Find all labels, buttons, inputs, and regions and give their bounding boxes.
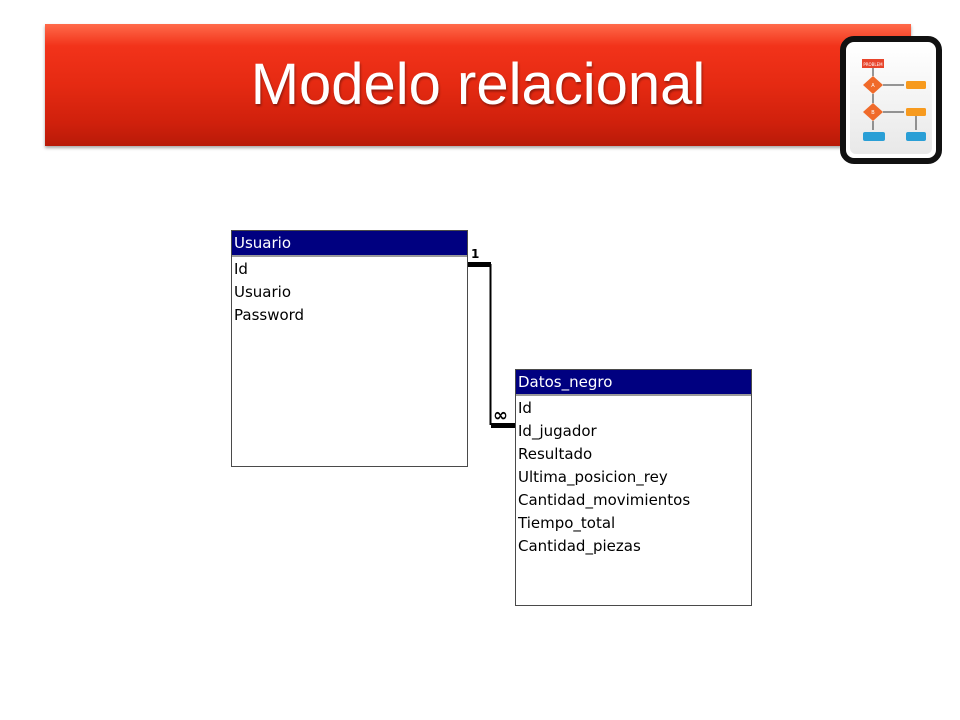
- title-banner: Modelo relacional: [45, 24, 911, 146]
- field-ultima-posicion-rey: Ultima_posicion_rey: [518, 468, 668, 486]
- flowchart-process-box: [906, 81, 926, 89]
- flowchart-end-box: [863, 132, 885, 141]
- field-resultado: Resultado: [518, 445, 593, 463]
- flowchart-diamond-a-label: A: [871, 83, 875, 89]
- flowchart-diamond-b: [863, 103, 883, 121]
- table-usuario[interactable]: Usuario Id Usuario Password: [231, 230, 468, 467]
- table-header: Datos_negro: [516, 370, 751, 396]
- flowchart-process-box: [906, 108, 926, 116]
- relationship-one-label: 1: [471, 247, 480, 261]
- field-id: Id: [234, 260, 248, 278]
- field-cantidad-piezas: Cantidad_piezas: [518, 537, 641, 555]
- field-id-jugador: Id_jugador: [518, 422, 597, 440]
- field-list: Id Usuario Password: [232, 257, 467, 327]
- flowchart-diamond-a: [863, 76, 883, 94]
- field-usuario: Usuario: [234, 283, 292, 301]
- table-datos-negro[interactable]: Datos_negro Id Id_jugador Resultado Ulti…: [515, 369, 752, 606]
- flowchart-end-box: [906, 132, 926, 141]
- relationship-many-label: ∞: [493, 405, 508, 426]
- flowchart-start-label: PROBLEM: [863, 62, 883, 67]
- field-list: Id Id_jugador Resultado Ultima_posicion_…: [516, 396, 751, 558]
- flowchart-start-box: [862, 59, 884, 68]
- field-cantidad-movimientos: Cantidad_movimientos: [518, 491, 691, 509]
- slide-title: Modelo relacional: [250, 52, 706, 117]
- table-header: Usuario: [232, 231, 467, 257]
- flowchart-drawing: PROBLEM A B: [862, 59, 926, 141]
- field-password: Password: [234, 306, 305, 324]
- field-tiempo-total: Tiempo_total: [518, 514, 616, 532]
- flowchart-icon: PROBLEM A B: [840, 36, 942, 164]
- flowchart-diamond-b-label: B: [871, 110, 875, 116]
- field-id: Id: [518, 399, 532, 417]
